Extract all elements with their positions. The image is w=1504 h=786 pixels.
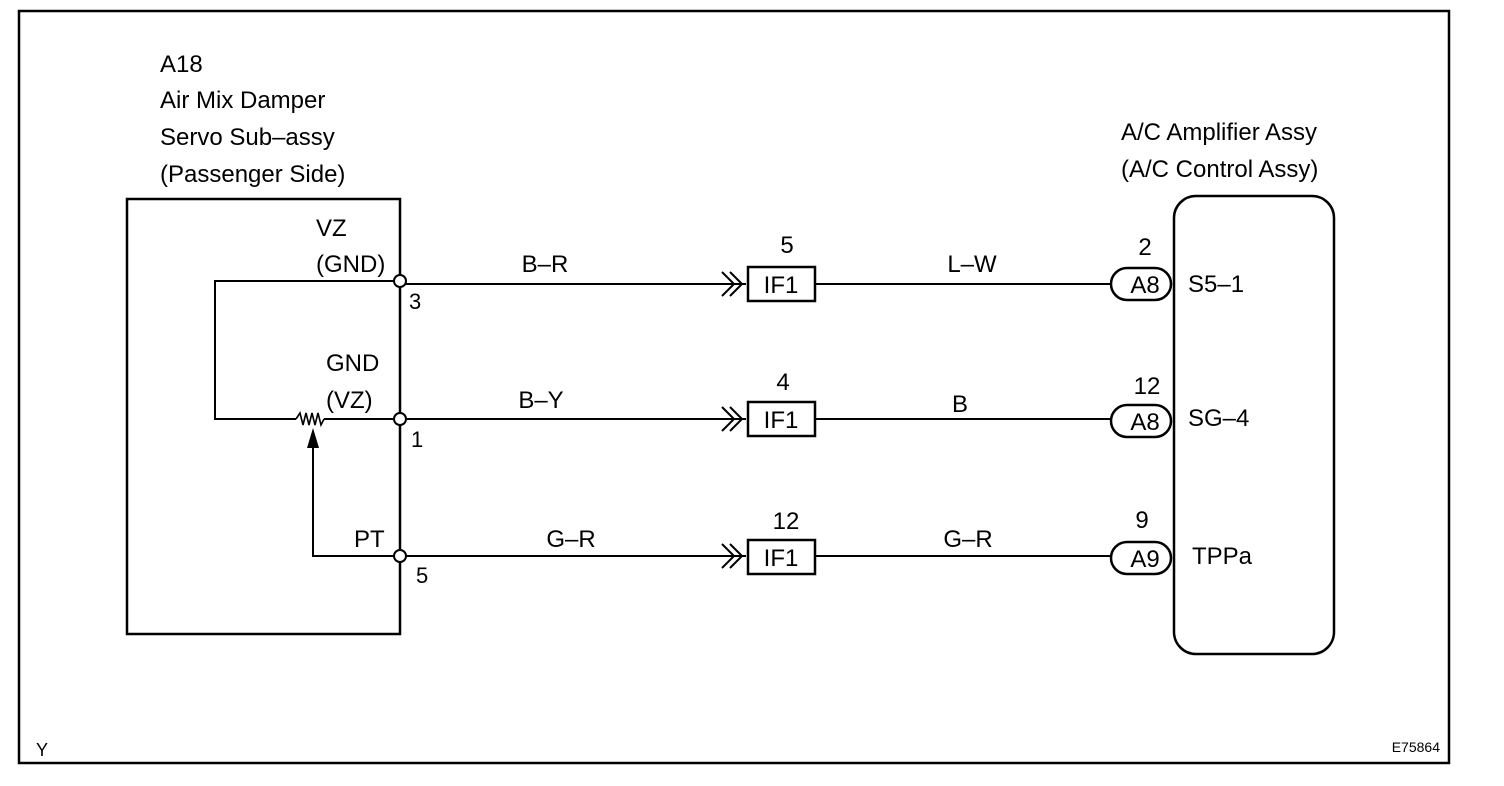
wire-color-left: B–R — [522, 251, 569, 278]
terminal-name: TPPa — [1192, 543, 1253, 570]
internal-wire-loop — [214, 280, 400, 420]
pin1-number: 1 — [411, 427, 423, 452]
pin-terminal-circle — [393, 412, 407, 426]
figure-code: E75864 — [1392, 739, 1440, 755]
wire-color-right: B — [952, 391, 968, 418]
junction-box — [746, 400, 817, 438]
connector-chevron-icon — [721, 271, 736, 297]
connector-chevron-icon — [729, 271, 744, 297]
connector-pin-number: 12 — [1134, 373, 1161, 400]
connector-pin-number: 2 — [1138, 234, 1151, 261]
wiper-wire — [312, 440, 400, 557]
left-component-name-line1: Air Mix Damper — [160, 87, 325, 114]
wire-color-left: G–R — [546, 526, 595, 553]
connector-pill — [1109, 403, 1173, 439]
pin-terminal-circle — [393, 274, 407, 288]
junction-pin-number: 4 — [776, 369, 789, 396]
right-component-ac-amplifier: A/C Amplifier Assy (A/C Control Assy) A8… — [1109, 119, 1336, 656]
wire-row-2: IF1 4 B–Y B — [393, 369, 1112, 438]
pin5-number: 5 — [416, 563, 428, 588]
left-component-id: A18 — [160, 51, 203, 78]
pin1-label-bottom: (VZ) — [326, 387, 373, 414]
pin1-label-top: GND — [326, 350, 379, 377]
right-component-name-line2: (A/C Control Assy) — [1121, 156, 1318, 183]
pin3-label-bottom: (GND) — [316, 251, 385, 278]
pin3-number: 3 — [409, 289, 421, 314]
junction-label: IF1 — [764, 545, 799, 572]
connector-pill — [1109, 266, 1173, 302]
potentiometer-icon — [295, 411, 325, 428]
connector-label: A8 — [1130, 272, 1159, 299]
left-component-name-line2: Servo Sub–assy — [160, 124, 335, 151]
junction-box — [746, 265, 817, 303]
right-component-box — [1172, 194, 1336, 656]
pin5-label: PT — [354, 526, 385, 553]
junction-pin-number: 12 — [773, 508, 800, 535]
pin3-label-top: VZ — [316, 215, 347, 242]
terminal-name: SG–4 — [1188, 405, 1249, 432]
connector-chevron-icon — [721, 543, 736, 569]
wiper-arrow-icon — [307, 428, 319, 448]
junction-label: IF1 — [764, 407, 799, 434]
wire-row-1: IF1 5 B–R L–W — [393, 232, 1112, 303]
connector-chevron-icon — [729, 406, 744, 432]
pin-terminal-circle — [393, 549, 407, 563]
right-component-name-line1: A/C Amplifier Assy — [1121, 119, 1317, 146]
wire-color-right: G–R — [943, 526, 992, 553]
wire-color-left: B–Y — [518, 387, 563, 414]
connector-label: A9 — [1130, 546, 1159, 573]
left-component-a18: A18 Air Mix Damper Servo Sub–assy (Passe… — [125, 51, 428, 636]
connector-pill — [1109, 540, 1173, 576]
corner-label-left: Y — [36, 740, 48, 760]
connector-chevron-icon — [729, 543, 744, 569]
diagram-frame — [17, 9, 1451, 765]
terminal-name: S5–1 — [1188, 271, 1244, 298]
connector-chevron-icon — [721, 406, 736, 432]
junction-pin-number: 5 — [780, 232, 793, 259]
connector-pin-number: 9 — [1135, 507, 1148, 534]
left-component-name-line3: (Passenger Side) — [160, 161, 345, 188]
connector-label: A8 — [1130, 409, 1159, 436]
junction-label: IF1 — [764, 272, 799, 299]
wire-color-right: L–W — [947, 251, 997, 278]
wire-row-3: IF1 12 G–R G–R — [393, 508, 1112, 576]
